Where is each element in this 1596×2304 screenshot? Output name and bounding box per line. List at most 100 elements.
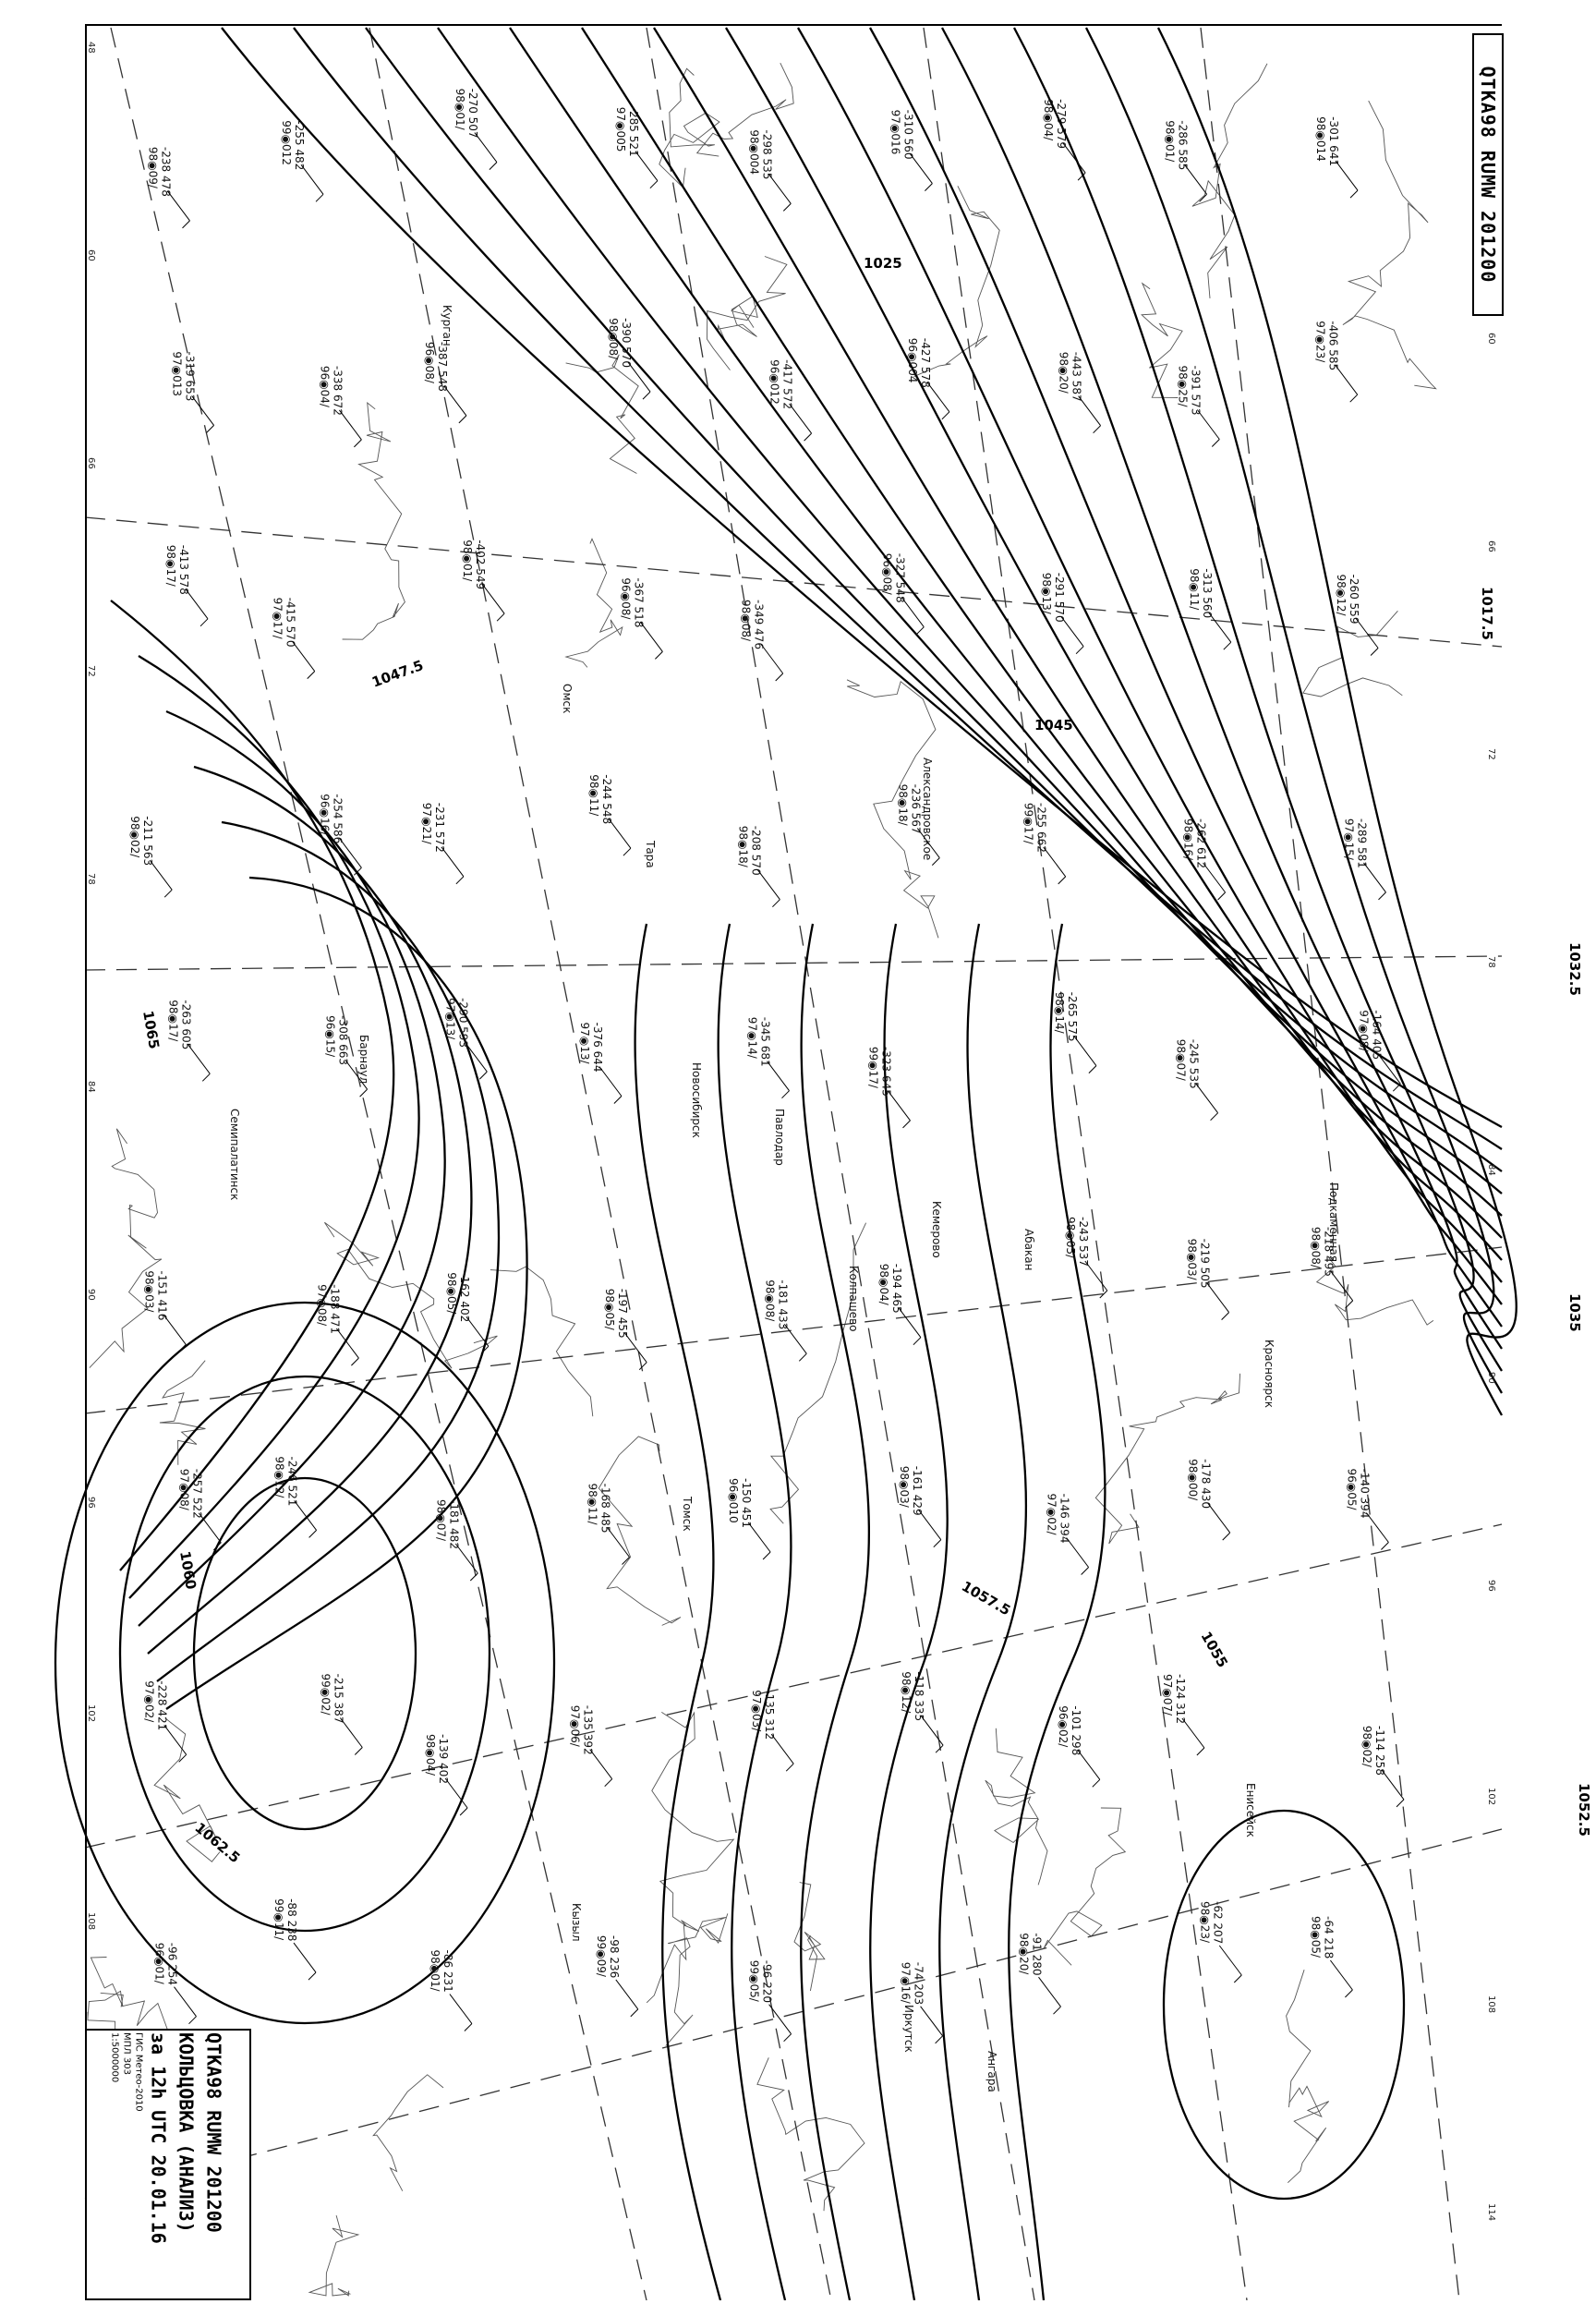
geo-outline <box>659 67 720 188</box>
station-weather: 97◉08/ <box>177 1469 190 1511</box>
wind-barb-feather <box>925 183 933 191</box>
wind-barb <box>608 818 632 849</box>
station-pressure: -443 587 <box>1070 352 1083 402</box>
station-weather: 97◉03/ <box>750 1690 763 1732</box>
station-weather: 97◉08/ <box>315 1284 328 1327</box>
station-pressure: -279 579 <box>1055 99 1068 149</box>
station-pressure: -313 560 <box>1201 568 1214 618</box>
wind-barb <box>1335 160 1359 191</box>
station-weather: 98◉08/ <box>1310 1227 1323 1269</box>
wind-barb-feather <box>308 1971 317 1981</box>
station-weather: 97◉02/ <box>143 1680 156 1723</box>
station-weather: 97◉14/ <box>746 1017 759 1060</box>
isobar <box>110 600 395 1571</box>
isobar <box>725 27 1503 1283</box>
wind-barb <box>444 1777 468 1809</box>
wind-barb-feather <box>354 439 362 448</box>
city-label: Иркутск <box>902 2005 915 2053</box>
wind-barb-feather <box>469 1572 478 1582</box>
geographic-outlines <box>87 63 1437 2297</box>
wind-barb-feather <box>775 673 784 682</box>
wind-barb-feather <box>1345 1989 1353 1998</box>
station-weather: 96◉08/ <box>619 577 632 620</box>
isobar-label: 1045 <box>1034 717 1073 734</box>
isobar <box>1012 27 1503 1372</box>
station-pressure: -260 559 <box>1348 575 1360 625</box>
grid-line <box>923 27 1248 2301</box>
wind-barb <box>1195 1083 1218 1113</box>
wind-barb <box>1043 846 1067 878</box>
station-weather: 98◉04/ <box>877 1264 890 1306</box>
geo-outline <box>159 1360 206 1465</box>
wind-barb <box>1203 862 1226 893</box>
geo-outline <box>695 63 794 157</box>
station-weather: 98◉23/ <box>1198 1901 1211 1944</box>
wind-barb <box>1208 612 1232 643</box>
geo-outline <box>756 2057 865 2212</box>
station-pressure: -178 430 <box>1200 1459 1213 1509</box>
wind-barb <box>789 403 812 434</box>
wind-barb-feather <box>1222 1532 1231 1541</box>
station-pressure: -151 416 <box>155 1270 168 1320</box>
station-weather: 98◉25/ <box>1176 366 1189 408</box>
wind-barb-feather <box>177 1344 187 1352</box>
station-weather: 97◉016 <box>889 110 901 155</box>
isobar <box>156 820 501 1682</box>
station-pressure: -98 236 <box>608 1935 621 1978</box>
station-pressure: -246 521 <box>286 1456 299 1506</box>
wind-barb-feather <box>762 1551 771 1560</box>
grid-number: 60 <box>1486 333 1496 345</box>
wind-barb <box>615 1979 639 2010</box>
station-pressure: -181 433 <box>776 1279 789 1329</box>
wind-barb-feather <box>1370 648 1379 656</box>
station-weather: 97◉21/ <box>420 803 433 845</box>
wind-barb <box>185 588 209 620</box>
isobar-label: 1017.5 <box>1479 587 1495 640</box>
wind-barb-feather <box>458 415 467 424</box>
wind-barb <box>783 1324 807 1354</box>
station-pressure: -139 402 <box>437 1734 450 1784</box>
station-pressure: -387 548 <box>436 342 449 392</box>
wind-barb-feather <box>478 1071 488 1080</box>
wind-barb-feather <box>1077 172 1086 181</box>
wind-barb-feather <box>212 1542 222 1551</box>
isobar-ring <box>118 1375 491 1933</box>
station-weather: 99◉05/ <box>748 1960 761 2003</box>
station-weather: 96◉08/ <box>423 342 436 384</box>
wind-barb <box>149 859 173 891</box>
city-label: Абакан <box>1022 1229 1035 1270</box>
station-pressure: -219 505 <box>1199 1239 1212 1289</box>
wind-barb <box>757 869 780 901</box>
wind-barb-feather <box>1349 394 1359 403</box>
isobar <box>365 27 1503 1172</box>
city-label: Семипалатинск <box>228 1109 241 1200</box>
station-weather: 98◉014 <box>1314 116 1327 162</box>
grid-line <box>646 27 1035 2301</box>
wind-barb-feather <box>206 425 214 433</box>
wind-barb <box>449 1994 473 2024</box>
wind-barb <box>1377 1053 1401 1085</box>
geo-outline <box>153 1717 221 1862</box>
station-weather: 96◉08/ <box>880 553 893 596</box>
isobar <box>940 27 1503 1350</box>
station-pressure: -413 578 <box>177 545 190 595</box>
station-weather: 98◉03/ <box>142 1270 155 1313</box>
station-weather: 98◉05/ <box>1064 1217 1077 1259</box>
grid-number: 108 <box>1486 1995 1496 2013</box>
